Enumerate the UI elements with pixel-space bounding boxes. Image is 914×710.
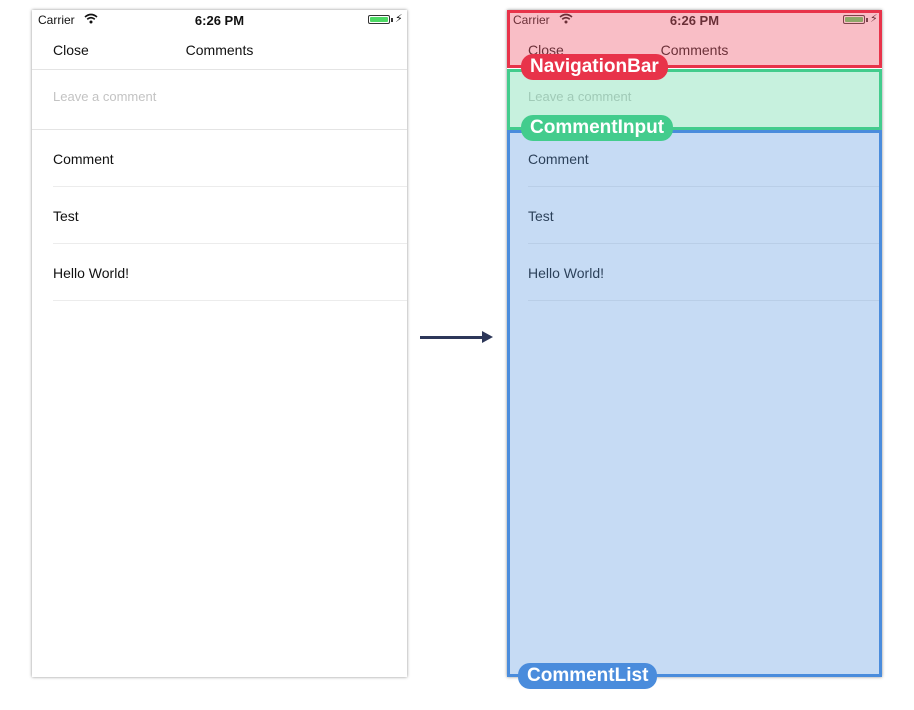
clock: 6:26 PM xyxy=(669,13,720,28)
charging-bolt-icon: ⚡ xyxy=(870,13,878,25)
phone-screen-annotated: Carrier 6:26 PM ⚡ Close Comments Comment… xyxy=(507,10,882,677)
comment-list-tag: CommentList xyxy=(518,663,658,689)
comment-text: Hello World! xyxy=(528,265,604,281)
page-title: Comments xyxy=(185,42,254,58)
comment-text: Test xyxy=(53,208,79,224)
charging-bolt-icon: ⚡ xyxy=(395,13,403,25)
comment-input[interactable] xyxy=(53,89,383,104)
arrow-head xyxy=(482,331,493,343)
comment-text: Comment xyxy=(53,151,114,167)
clock: 6:26 PM xyxy=(194,13,245,28)
comment-input-tag: CommentInput xyxy=(521,115,674,141)
comment-input-area xyxy=(32,70,407,130)
comment-list: Comment Test Hello World! xyxy=(32,130,407,301)
carrier-label: Carrier xyxy=(513,13,550,27)
comment-row[interactable]: Test xyxy=(53,187,407,244)
comment-row[interactable]: Test xyxy=(528,187,882,244)
comment-row[interactable]: Comment xyxy=(528,130,882,187)
comment-list: Comment Test Hello World! xyxy=(507,130,882,301)
comment-text: Test xyxy=(528,208,554,224)
wifi-icon xyxy=(559,13,573,24)
navigation-bar: Close Comments xyxy=(32,30,407,70)
phone-screen-original: Carrier 6:26 PM ⚡ Close Comments Comment… xyxy=(32,10,407,677)
carrier-label: Carrier xyxy=(38,13,75,27)
wifi-icon xyxy=(84,13,98,24)
comment-input[interactable] xyxy=(528,89,858,104)
battery-cap xyxy=(391,18,393,22)
status-bar: Carrier 6:26 PM ⚡ xyxy=(32,10,407,30)
battery-cap xyxy=(866,18,868,22)
comment-row[interactable]: Hello World! xyxy=(53,244,407,301)
comment-text: Comment xyxy=(528,151,589,167)
page-title: Comments xyxy=(660,42,729,58)
navigation-bar-tag: NavigationBar xyxy=(521,54,668,80)
comment-list-highlight xyxy=(507,130,882,677)
status-bar: Carrier 6:26 PM ⚡ xyxy=(507,10,882,30)
comment-text: Hello World! xyxy=(53,265,129,281)
close-button[interactable]: Close xyxy=(53,42,89,58)
arrow-right-icon xyxy=(420,336,484,339)
battery-icon xyxy=(368,15,390,24)
comment-row[interactable]: Hello World! xyxy=(528,244,882,301)
battery-icon xyxy=(843,15,865,24)
comment-row[interactable]: Comment xyxy=(53,130,407,187)
